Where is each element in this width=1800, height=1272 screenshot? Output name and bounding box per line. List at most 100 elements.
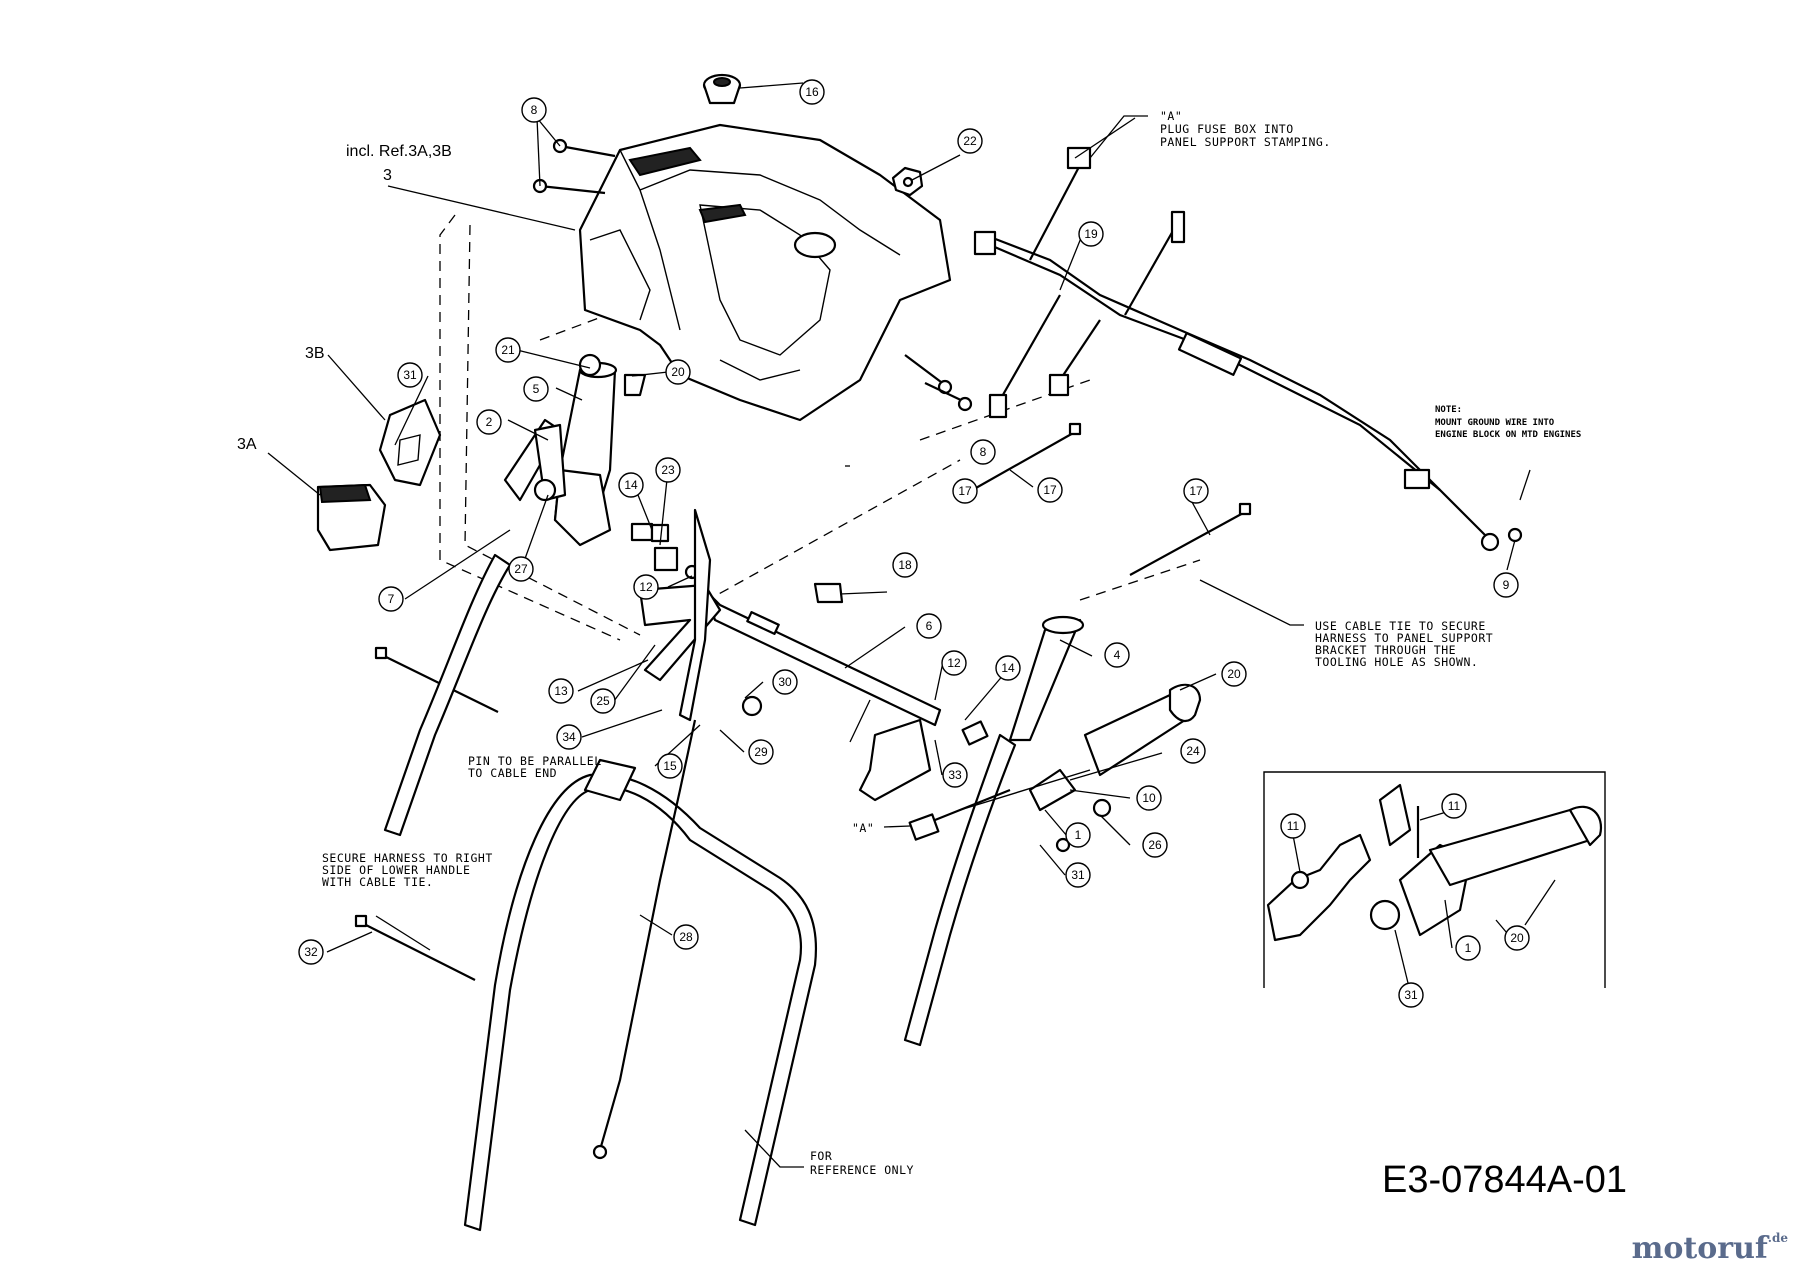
callout-circle	[1104, 642, 1130, 668]
cable-ties	[354, 422, 1252, 981]
callout-circle	[1441, 793, 1467, 819]
shift-cable	[592, 719, 697, 1160]
note-pin: PIN TO BE PARALLEL TO CABLE END	[468, 754, 601, 780]
callout-number: 18	[898, 558, 912, 572]
callout-number: 28	[679, 930, 693, 944]
callout-number: 2	[486, 415, 493, 429]
right-handle	[903, 615, 1202, 1047]
callout-circle	[1142, 832, 1168, 858]
callout-circle	[1221, 661, 1247, 687]
callout-circle	[476, 409, 502, 435]
callout-21: 21	[495, 337, 521, 363]
callout-circle	[1183, 478, 1209, 504]
callout-number: 29	[754, 745, 768, 759]
panel-support-bracket	[638, 508, 942, 802]
a-marker-label: "A"	[852, 821, 874, 835]
cover-parts	[316, 398, 442, 552]
callout-circle	[916, 613, 942, 639]
note-line: BRACKET THROUGH THE	[1315, 643, 1456, 657]
callout-number: 20	[671, 365, 685, 379]
callout-circle	[952, 478, 978, 504]
callout-number: 34	[562, 730, 576, 744]
ref-3a-label: 3A	[237, 436, 257, 453]
callout-circle	[397, 362, 423, 388]
callout-14: 14	[618, 472, 644, 498]
callout-10: 10	[1136, 785, 1162, 811]
callout-number: 14	[624, 478, 638, 492]
text-labels: incl. Ref.3A,3B 3 3B 3A "A"	[237, 143, 874, 835]
callout-circle	[618, 472, 644, 498]
callout-9: 9	[1493, 572, 1519, 598]
callout-20: 20	[1504, 925, 1530, 951]
callout-circle	[633, 574, 659, 600]
inset-detail	[1263, 771, 1606, 988]
note-reference: FOR REFERENCE ONLY	[810, 1149, 913, 1177]
callout-circle	[1280, 813, 1306, 839]
callout-circle	[799, 79, 825, 105]
callout-number: 15	[663, 759, 677, 773]
callout-28: 28	[673, 924, 699, 950]
callout-11: 11	[1280, 813, 1306, 839]
callout-17: 17	[952, 478, 978, 504]
callout-number: 33	[948, 768, 962, 782]
ref-3b-label: 3B	[305, 345, 325, 362]
callout-circle	[378, 586, 404, 612]
callout-number: 4	[1114, 648, 1121, 662]
drawing-code: E3-07844A-01	[1382, 1159, 1627, 1201]
callout-1: 1	[1455, 935, 1481, 961]
callout-circle	[1398, 982, 1424, 1008]
callout-number: 10	[1142, 791, 1156, 805]
reference-handle	[463, 758, 817, 1232]
callout-circle	[548, 678, 574, 704]
clip-part	[891, 166, 924, 197]
callout-number: 23	[661, 463, 675, 477]
callout-5: 5	[523, 376, 549, 402]
callout-12: 12	[941, 650, 967, 676]
note-line: "A"	[1160, 109, 1182, 123]
note-line: NOTE:	[1435, 405, 1462, 415]
callout-circle	[665, 359, 691, 385]
callout-circle	[1493, 572, 1519, 598]
callout-circle	[942, 762, 968, 788]
callout-16: 16	[799, 79, 825, 105]
callout-number: 11	[1448, 799, 1461, 813]
callout-circle	[970, 439, 996, 465]
callout-number: 13	[554, 684, 568, 698]
callout-24: 24	[1180, 738, 1206, 764]
callout-17: 17	[1183, 478, 1209, 504]
callout-number: 9	[1503, 578, 1510, 592]
callout-circle	[941, 650, 967, 676]
callout-number: 1	[1075, 828, 1082, 842]
callout-number: 19	[1084, 227, 1098, 241]
control-panel-housing	[578, 123, 952, 422]
callout-2: 2	[476, 409, 502, 435]
callout-number: 12	[947, 656, 961, 670]
callout-circle	[523, 376, 549, 402]
callout-19: 19	[1078, 221, 1104, 247]
callout-circle	[508, 556, 534, 582]
callout-number: 8	[980, 445, 987, 459]
callout-circle	[1136, 785, 1162, 811]
note-line: FOR	[810, 1149, 832, 1163]
watermark-logo: motoruf.de	[1632, 1231, 1788, 1266]
callout-circle	[590, 688, 616, 714]
leader-lines	[267, 82, 1556, 1168]
ref-3-label: 3	[383, 167, 392, 184]
callout-12: 12	[633, 574, 659, 600]
callout-number: 30	[778, 675, 792, 689]
callout-number: 25	[596, 694, 610, 708]
callout-number: 6	[926, 619, 933, 633]
note-secure-harness: SECURE HARNESS TO RIGHT SIDE OF LOWER HA…	[322, 851, 493, 889]
callout-13: 13	[548, 678, 574, 704]
callout-8: 8	[521, 97, 547, 123]
callout-31: 31	[1065, 862, 1091, 888]
callout-30: 30	[772, 669, 798, 695]
callout-circle	[521, 97, 547, 123]
callout-7: 7	[378, 586, 404, 612]
callout-number: 31	[1404, 988, 1418, 1002]
note-line: SECURE HARNESS TO RIGHT	[322, 851, 493, 865]
callout-14: 14	[995, 655, 1021, 681]
callout-31: 31	[1398, 982, 1424, 1008]
